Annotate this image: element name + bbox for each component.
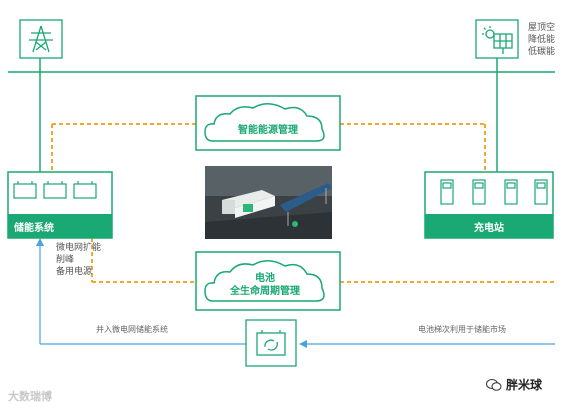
solar-note-3: 低碳能 [528, 47, 556, 57]
power-tower-icon [19, 19, 63, 59]
battery-cloud-line1: 电池 [255, 271, 275, 284]
recycle-battery-icon [245, 319, 297, 367]
solar-panel-icon [475, 19, 519, 59]
battery-icon [13, 181, 97, 199]
battery-lifecycle-box [195, 251, 341, 311]
watermark-left: 大数瑞博 [8, 388, 52, 404]
storage-label: 储能系统 [8, 214, 112, 238]
solar-note-2: 降低能 [528, 35, 556, 45]
charger-icon [440, 179, 548, 205]
blue-arrow-up [36, 238, 44, 246]
solar-note-1: 屋顶空 [528, 23, 556, 33]
storage-use-1: 微电网扩能 [56, 243, 102, 253]
watermark-right-text: 胖米球 [506, 378, 543, 392]
battery-cloud-line2: 全生命周期管理 [229, 284, 300, 297]
storage-use-3: 备用电源 [56, 267, 93, 277]
energy-management-title: 智能能源管理 [238, 123, 298, 136]
watermark-right: 胖米球 [486, 376, 542, 393]
watermark-left-text: 大数瑞博 [8, 390, 52, 403]
energy-management-box [195, 95, 341, 151]
right-flow-caption: 电池梯次利用于储能市场 [418, 325, 506, 334]
left-flow-caption: 并入微电网储能系统 [96, 325, 168, 334]
blue-arrow-right [299, 340, 307, 348]
charging-station-photo [205, 166, 332, 239]
battery-cloud-shape [204, 260, 325, 302]
charging-label: 充电站 [425, 214, 553, 238]
energy-cloud-shape [204, 103, 325, 142]
storage-use-2: 削峰 [56, 255, 75, 265]
wechat-icon [486, 378, 502, 391]
